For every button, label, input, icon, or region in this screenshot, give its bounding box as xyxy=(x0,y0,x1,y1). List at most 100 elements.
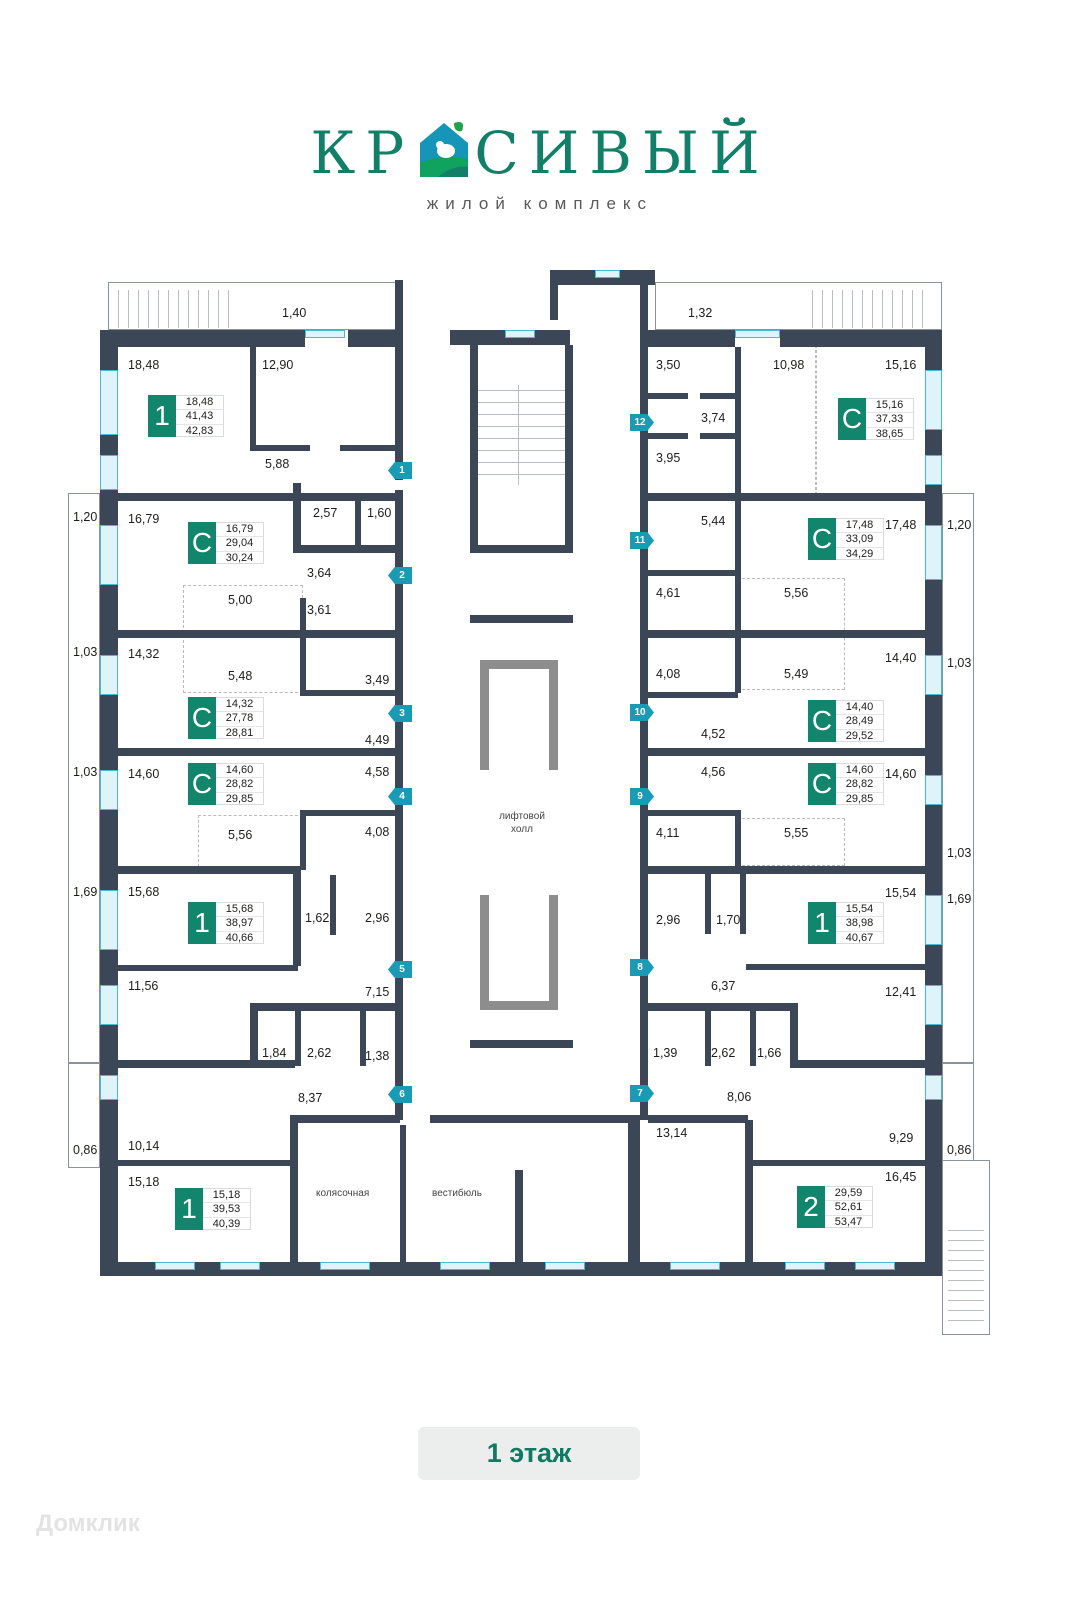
wall xyxy=(705,874,711,934)
window xyxy=(545,1262,585,1270)
room-area-label: 8,06 xyxy=(727,1090,752,1104)
stair-step xyxy=(478,414,568,415)
living-area: 29,59 xyxy=(825,1187,872,1202)
apartment-entrance-marker[interactable]: 4 xyxy=(388,788,412,805)
room-area-label: 14,60 xyxy=(885,767,917,781)
window xyxy=(925,895,942,945)
wall xyxy=(640,430,648,1120)
stair-step xyxy=(948,1320,984,1321)
wall xyxy=(648,393,688,399)
wall xyxy=(300,598,306,638)
room-area-label: 2,62 xyxy=(711,1046,736,1060)
floor-selector-button[interactable]: 1 этаж xyxy=(418,1427,640,1480)
total-area-with-balcony: 29,85 xyxy=(225,792,254,805)
apartment-entrance-marker[interactable]: 3 xyxy=(388,705,412,722)
room-area-label: 5,55 xyxy=(784,826,809,840)
room-area-label: 1,03 xyxy=(947,656,972,670)
railing-bar xyxy=(892,290,893,328)
wall xyxy=(648,866,942,874)
wall xyxy=(290,1115,298,1265)
wall xyxy=(400,1125,406,1265)
apartment-entrance-marker[interactable]: 7 xyxy=(630,1085,654,1102)
window xyxy=(100,370,118,435)
room-area-label: 6,37 xyxy=(711,979,736,993)
wall xyxy=(470,1040,573,1048)
window xyxy=(925,985,942,1025)
wall xyxy=(705,1011,711,1066)
total-area-with-balcony: 40,39 xyxy=(212,1217,241,1230)
apartment-type-badge: 1 xyxy=(188,902,216,944)
wall xyxy=(330,875,336,935)
apartment-type-badge: 1 xyxy=(808,902,836,944)
room-area-label: 4,49 xyxy=(365,733,390,747)
room-area-label: 4,56 xyxy=(701,765,726,779)
total-area-with-balcony: 42,83 xyxy=(185,424,214,437)
total-area: 29,04 xyxy=(216,537,263,552)
apartment-entrance-marker[interactable]: 9 xyxy=(630,788,654,805)
living-area: 14,60 xyxy=(836,764,883,779)
balcony xyxy=(942,493,974,1063)
apartment-type-badge: С xyxy=(188,763,216,805)
window xyxy=(320,1262,370,1270)
total-area: 28,82 xyxy=(216,778,263,793)
wall xyxy=(300,690,400,696)
wall xyxy=(780,330,942,347)
stair-divider xyxy=(518,385,519,485)
apartment-entrance-marker[interactable]: 11 xyxy=(630,532,654,549)
window xyxy=(440,1262,490,1270)
window xyxy=(100,985,118,1025)
wall xyxy=(648,433,688,439)
railing-bar xyxy=(198,290,199,328)
living-area: 15,68 xyxy=(216,903,263,918)
window xyxy=(100,655,118,695)
room-area-label: 5,56 xyxy=(228,828,253,842)
apartment-entrance-marker[interactable]: 10 xyxy=(630,704,654,721)
kitchen-zone xyxy=(815,345,817,495)
railing-bar xyxy=(912,290,913,328)
wall xyxy=(250,1003,258,1063)
living-area: 16,79 xyxy=(216,523,263,538)
apartment-entrance-marker[interactable]: 5 xyxy=(388,961,412,978)
apartment-entrance-marker[interactable]: 1 xyxy=(388,462,412,479)
wall xyxy=(300,810,306,870)
lift-hall-label: лифтовой холл xyxy=(499,811,545,835)
apartment-entrance-marker[interactable]: 2 xyxy=(388,567,412,584)
apartment-entrance-marker[interactable]: 8 xyxy=(630,959,654,976)
balcony xyxy=(68,1063,100,1168)
room-area-label: 14,60 xyxy=(128,767,160,781)
room-area-label: 5,49 xyxy=(784,667,809,681)
house-bird-icon xyxy=(418,119,470,179)
stair-step xyxy=(478,474,568,475)
room-area-label: 4,08 xyxy=(656,667,681,681)
watermark: Домклик xyxy=(36,1510,140,1537)
apartment-entrance-marker[interactable]: 6 xyxy=(388,1086,412,1103)
wall xyxy=(470,615,573,623)
stair-step xyxy=(478,450,568,451)
wall xyxy=(700,433,735,439)
window xyxy=(785,1262,825,1270)
room-area-label: 3,74 xyxy=(701,411,726,425)
wall xyxy=(735,810,741,870)
wall xyxy=(348,330,403,347)
apartment-entrance-marker[interactable]: 12 xyxy=(630,414,654,431)
wall xyxy=(100,1060,295,1068)
wall xyxy=(648,493,942,501)
apartment-type-badge: С xyxy=(838,398,866,440)
window xyxy=(595,270,620,278)
